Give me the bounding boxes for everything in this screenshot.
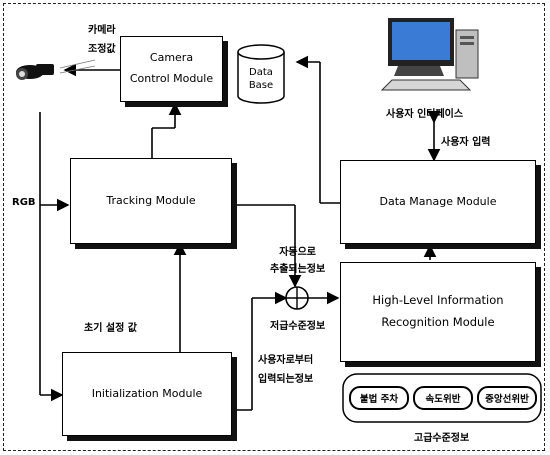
- event-illegal-parking: 불법 주차: [349, 386, 409, 410]
- diagram-frame: [3, 3, 545, 451]
- rgb-label: RGB: [12, 197, 36, 208]
- initial-setting-label: 초기 설정 값: [84, 323, 137, 334]
- user-interface-label: 사용자 인터페이스: [386, 109, 464, 120]
- data-manage-module: Data Manage Module: [340, 160, 536, 244]
- initialization-module: Initialization Module: [62, 352, 232, 436]
- database-cylinder-shape: [237, 44, 285, 104]
- tracking-module: Tracking Module: [70, 158, 232, 244]
- high-level-info-label: 고급수준정보: [414, 433, 470, 444]
- low-level-info-label: 저급수준정보: [270, 321, 326, 332]
- summing-junction: [285, 286, 309, 310]
- event-centerline-violation: 중앙선위반: [477, 386, 537, 410]
- event-speeding: 속도위반: [413, 386, 473, 410]
- user-input-label: 사용자 입력: [441, 137, 491, 148]
- camera-value-label: 카메라 조정값: [88, 25, 116, 55]
